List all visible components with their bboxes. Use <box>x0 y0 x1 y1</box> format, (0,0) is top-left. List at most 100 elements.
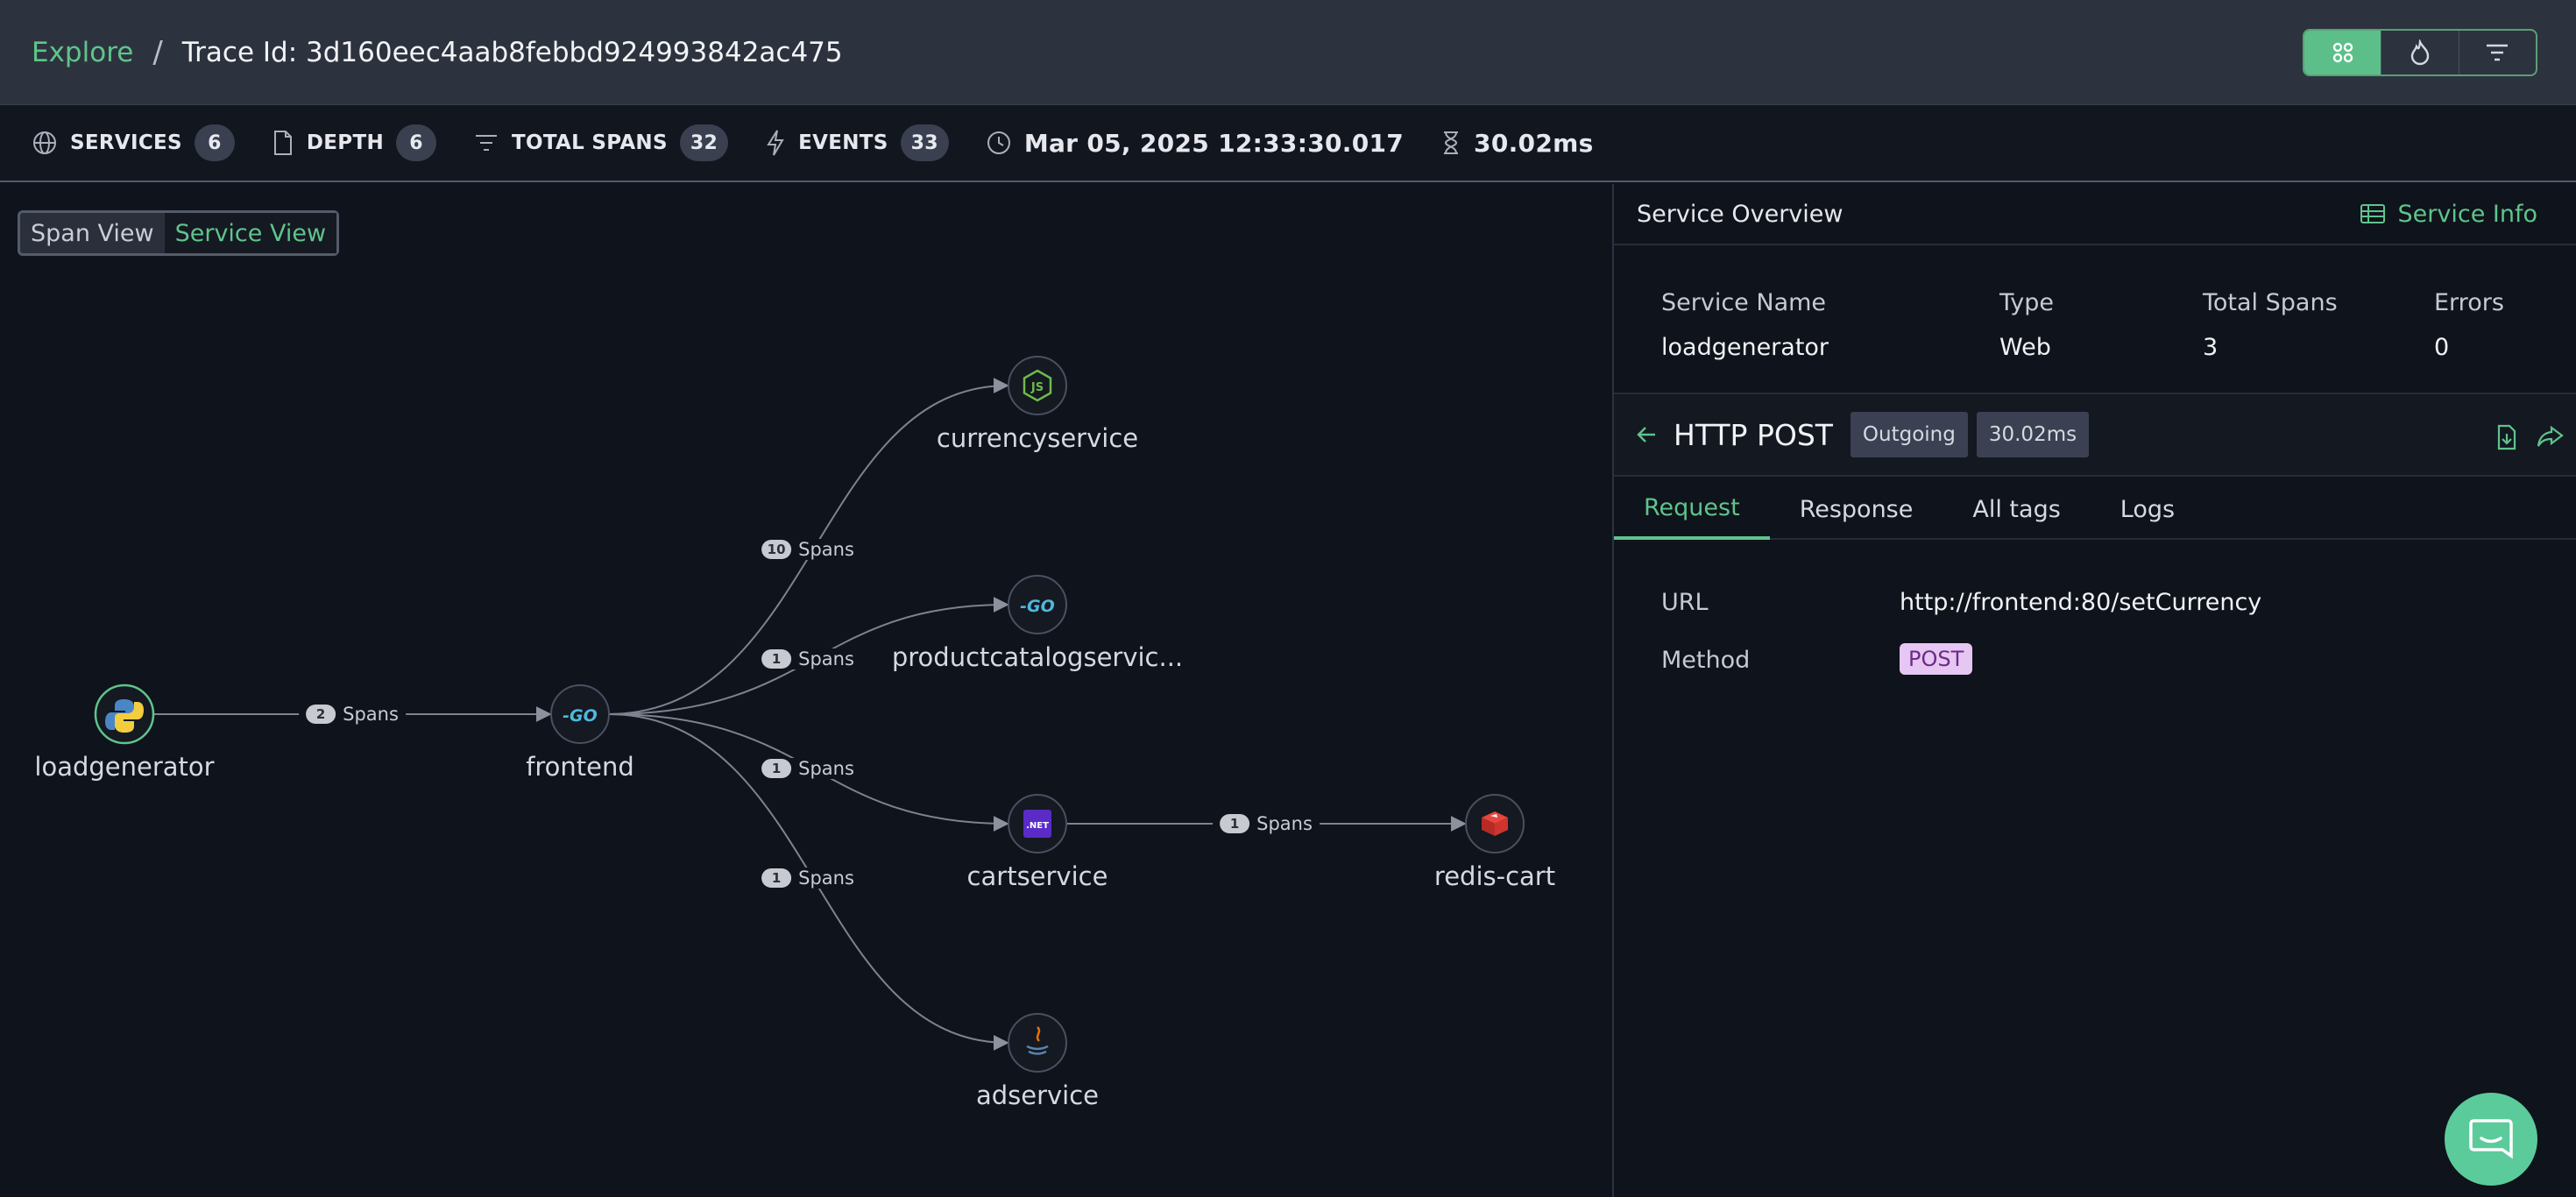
node-loadgenerator[interactable] <box>94 683 155 745</box>
tab-all-tags[interactable]: All tags <box>1972 495 2061 523</box>
edge-span-text: Spans <box>798 539 854 560</box>
chat-icon <box>2469 1119 2513 1159</box>
node-frontend[interactable]: -GO <box>550 684 610 744</box>
download-button[interactable] <box>2495 424 2518 454</box>
stat-total-spans-label: TOTAL SPANS <box>512 131 668 154</box>
edge-span-count: 1 <box>761 868 792 888</box>
chat-support-button[interactable] <box>2445 1093 2537 1186</box>
service-info-button[interactable]: Service Info <box>2360 201 2537 228</box>
overview-value: 0 <box>2434 334 2450 361</box>
edge-span-count: 2 <box>306 705 336 724</box>
edge-span-count: 10 <box>761 540 792 559</box>
node-label: productcatalogservic... <box>891 642 1184 672</box>
node-cartservice[interactable]: .NET <box>1008 794 1067 853</box>
service-graph: -GO JS -GO .NET <box>94 356 1525 1073</box>
flame-icon <box>2410 39 2430 66</box>
trace-duration: 30.02ms <box>1474 128 1594 158</box>
tab-request[interactable]: Request <box>1614 478 1770 540</box>
edge-label: 1 Spans <box>754 648 861 669</box>
graph-icon <box>2332 42 2353 63</box>
request-header: HTTP POST Outgoing 30.02ms <box>1614 393 2576 477</box>
nodejs-icon: JS <box>1023 369 1052 402</box>
overview-header: Service Name <box>1661 289 1827 316</box>
method-value-badge: POST <box>1900 643 1973 675</box>
edge-span-text: Spans <box>798 868 854 889</box>
node-label: redis-cart <box>1433 861 1556 891</box>
service-graph-canvas[interactable]: Span View Service View -GO <box>0 184 1612 1197</box>
node-productcatalog[interactable]: -GO <box>1008 575 1067 634</box>
node-label: frontend <box>526 752 634 782</box>
panel-header: Service Overview Service Info <box>1614 184 2576 245</box>
edge-span-count: 1 <box>761 759 792 778</box>
span-view-button[interactable]: Span View <box>31 219 154 247</box>
back-arrow-icon[interactable] <box>1635 424 1658 445</box>
python-icon <box>105 699 144 733</box>
trace-timestamp: Mar 05, 2025 12:33:30.017 <box>1023 128 1405 158</box>
stat-services-label: SERVICES <box>70 131 182 154</box>
stat-services-count: 6 <box>194 124 235 161</box>
direction-chip: Outgoing <box>1850 412 1968 457</box>
duration-chip: 30.02ms <box>1976 412 2090 457</box>
stat-services: SERVICES 6 <box>32 124 235 161</box>
download-icon <box>2497 424 2516 450</box>
breadcrumb-separator: / <box>152 34 163 70</box>
overview-header: Errors <box>2434 289 2504 316</box>
url-label: URL <box>1661 589 1709 616</box>
waterfall-view-button[interactable] <box>2459 31 2536 74</box>
stat-duration: 30.02ms <box>1440 129 1594 158</box>
share-icon <box>2537 425 2564 447</box>
share-button[interactable] <box>2536 424 2564 454</box>
edge-span-text: Spans <box>343 704 399 725</box>
service-overview-table: Service Name loadgenerator Type Web Tota… <box>1614 247 2576 387</box>
stat-events: EVENTS 33 <box>765 124 949 161</box>
service-overview-panel: Service Overview Service Info Service Na… <box>1612 184 2576 1197</box>
hourglass-icon <box>1444 131 1459 154</box>
url-value: http://frontend:80/setCurrency <box>1900 589 2262 616</box>
edge-span-count: 1 <box>761 649 792 669</box>
node-adservice[interactable] <box>1008 1013 1067 1073</box>
java-icon <box>1026 1026 1049 1055</box>
spans-icon <box>476 135 498 151</box>
waterfall-icon <box>2487 44 2509 61</box>
page-title: Trace Id: 3d160eec4aab8febbd924993842ac4… <box>181 36 843 68</box>
stat-depth: DEPTH 6 <box>272 124 437 161</box>
edge-span-count: 1 <box>1220 814 1250 833</box>
go-icon: -GO <box>1020 597 1055 616</box>
method-label: Method <box>1661 647 1751 674</box>
overview-service-name: Service Name loadgenerator <box>1661 289 1829 361</box>
go-icon: -GO <box>563 706 598 726</box>
node-rediscart[interactable] <box>1465 794 1525 853</box>
node-currencyservice[interactable]: JS <box>1008 356 1067 415</box>
request-title: HTTP POST <box>1674 417 1833 452</box>
edge-span-text: Spans <box>798 758 854 779</box>
stat-total-spans-count: 32 <box>679 124 729 161</box>
document-icon <box>273 131 292 155</box>
stat-timestamp: Mar 05, 2025 12:33:30.017 <box>986 129 1404 158</box>
edge-span-text: Spans <box>798 648 854 669</box>
redis-icon <box>1482 811 1508 836</box>
overview-header: Total Spans <box>2203 289 2338 316</box>
node-label: adservice <box>975 1080 1100 1110</box>
stat-depth-label: DEPTH <box>306 131 385 154</box>
top-bar: Explore / Trace Id: 3d160eec4aab8febbd92… <box>0 0 2576 105</box>
svg-text:.NET: .NET <box>1026 821 1049 831</box>
lightning-icon <box>767 130 784 156</box>
span-service-toggle: Span View Service View <box>18 210 340 256</box>
service-view-button[interactable]: Service View <box>164 213 337 253</box>
overview-value: Web <box>1999 334 2051 361</box>
tab-logs[interactable]: Logs <box>2120 495 2176 523</box>
edge-label: 1 Spans <box>754 758 861 779</box>
globe-icon <box>33 131 56 154</box>
overview-header: Type <box>1999 289 2055 316</box>
breadcrumb-explore-link[interactable]: Explore <box>32 36 134 68</box>
edge-span-text: Spans <box>1256 813 1313 834</box>
table-icon <box>2360 204 2385 223</box>
flame-view-button[interactable] <box>2381 31 2459 74</box>
stat-depth-count: 6 <box>396 124 437 161</box>
node-label: cartservice <box>966 861 1108 891</box>
graph-view-button[interactable] <box>2304 31 2382 74</box>
svg-text:JS: JS <box>1030 381 1044 394</box>
dotnet-icon: .NET <box>1023 810 1051 838</box>
overview-errors: Errors 0 <box>2434 289 2504 361</box>
tab-response[interactable]: Response <box>1799 495 1914 523</box>
